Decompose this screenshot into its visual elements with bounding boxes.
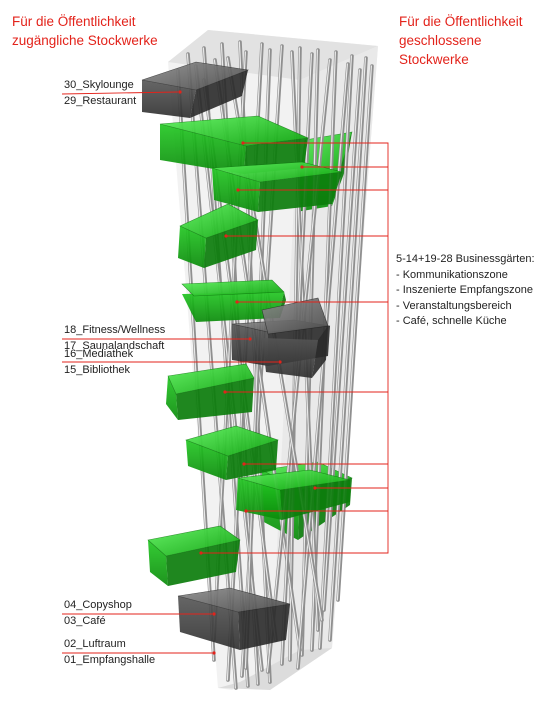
header-closed-line1: Für die Öffentlichkeit: [399, 14, 523, 29]
floor-plates-front: [141, 61, 351, 650]
label-02-luftraum: 02_Luftraum: [64, 638, 126, 650]
label-03-cafe: 03_Café: [64, 615, 106, 627]
label-16-mediathek: 16_Mediathek: [64, 348, 134, 360]
label-17-sauna: 17_Saunalandschaft: [64, 340, 165, 352]
label-15-bibliothek: 15_Bibliothek: [64, 364, 131, 376]
leader-dots-right: [199, 141, 317, 555]
header-closed-line2: geschlossene Stockwerke: [399, 33, 482, 67]
floor-green-b: [211, 161, 343, 212]
column-20: [296, 62, 350, 670]
header-public-line2: zugängliche Stockwerke: [12, 33, 158, 48]
floor-copyshop: [177, 587, 291, 650]
header-closed-floors: Für die Öffentlichkeit geschlossene Stoc…: [399, 12, 550, 69]
header-public-line1: Für die Öffentlichkeit: [12, 14, 136, 29]
leader-lines-left: [61, 91, 278, 654]
floor-green-c: [178, 203, 259, 268]
floor-mediathek: [261, 297, 329, 378]
label-30-skylounge: 30_Skylounge: [64, 79, 134, 91]
business-gardens-list: 5-14+19-28 Businessgärten: - Kommunikati…: [396, 252, 535, 330]
floor-skylounge: [141, 61, 250, 118]
label-18-fitness: 18_Fitness/Wellness: [64, 324, 166, 336]
floor-green-d: [181, 279, 286, 322]
floor-green-g: [236, 469, 351, 520]
leader-dots-left: [178, 90, 282, 655]
business-item-1: - Kommunikationszone: [396, 268, 508, 281]
leader-lines-right: [201, 142, 389, 554]
column-11: [328, 56, 368, 642]
business-item-3: - Veranstaltungsbereich: [396, 299, 512, 312]
column-10: [318, 54, 354, 650]
label-04-copyshop: 04_Copyshop: [64, 599, 132, 611]
header-public-floors: Für die Öffentlichkeit zugängliche Stock…: [12, 12, 158, 50]
column-21: [322, 68, 362, 612]
business-item-2: - Inszenierte Empfangszone: [396, 284, 533, 296]
floor-green-h: [147, 525, 241, 586]
label-29-restaurant: 29_Restaurant: [64, 95, 137, 107]
floor-green-e: [166, 363, 255, 420]
business-gardens-title: 5-14+19-28 Businessgärten:: [396, 253, 535, 265]
floor-green-f: [185, 425, 279, 480]
business-item-4: - Café, schnelle Küche: [396, 315, 507, 327]
label-01-empfangshalle: 01_Empfangshalle: [64, 654, 156, 666]
